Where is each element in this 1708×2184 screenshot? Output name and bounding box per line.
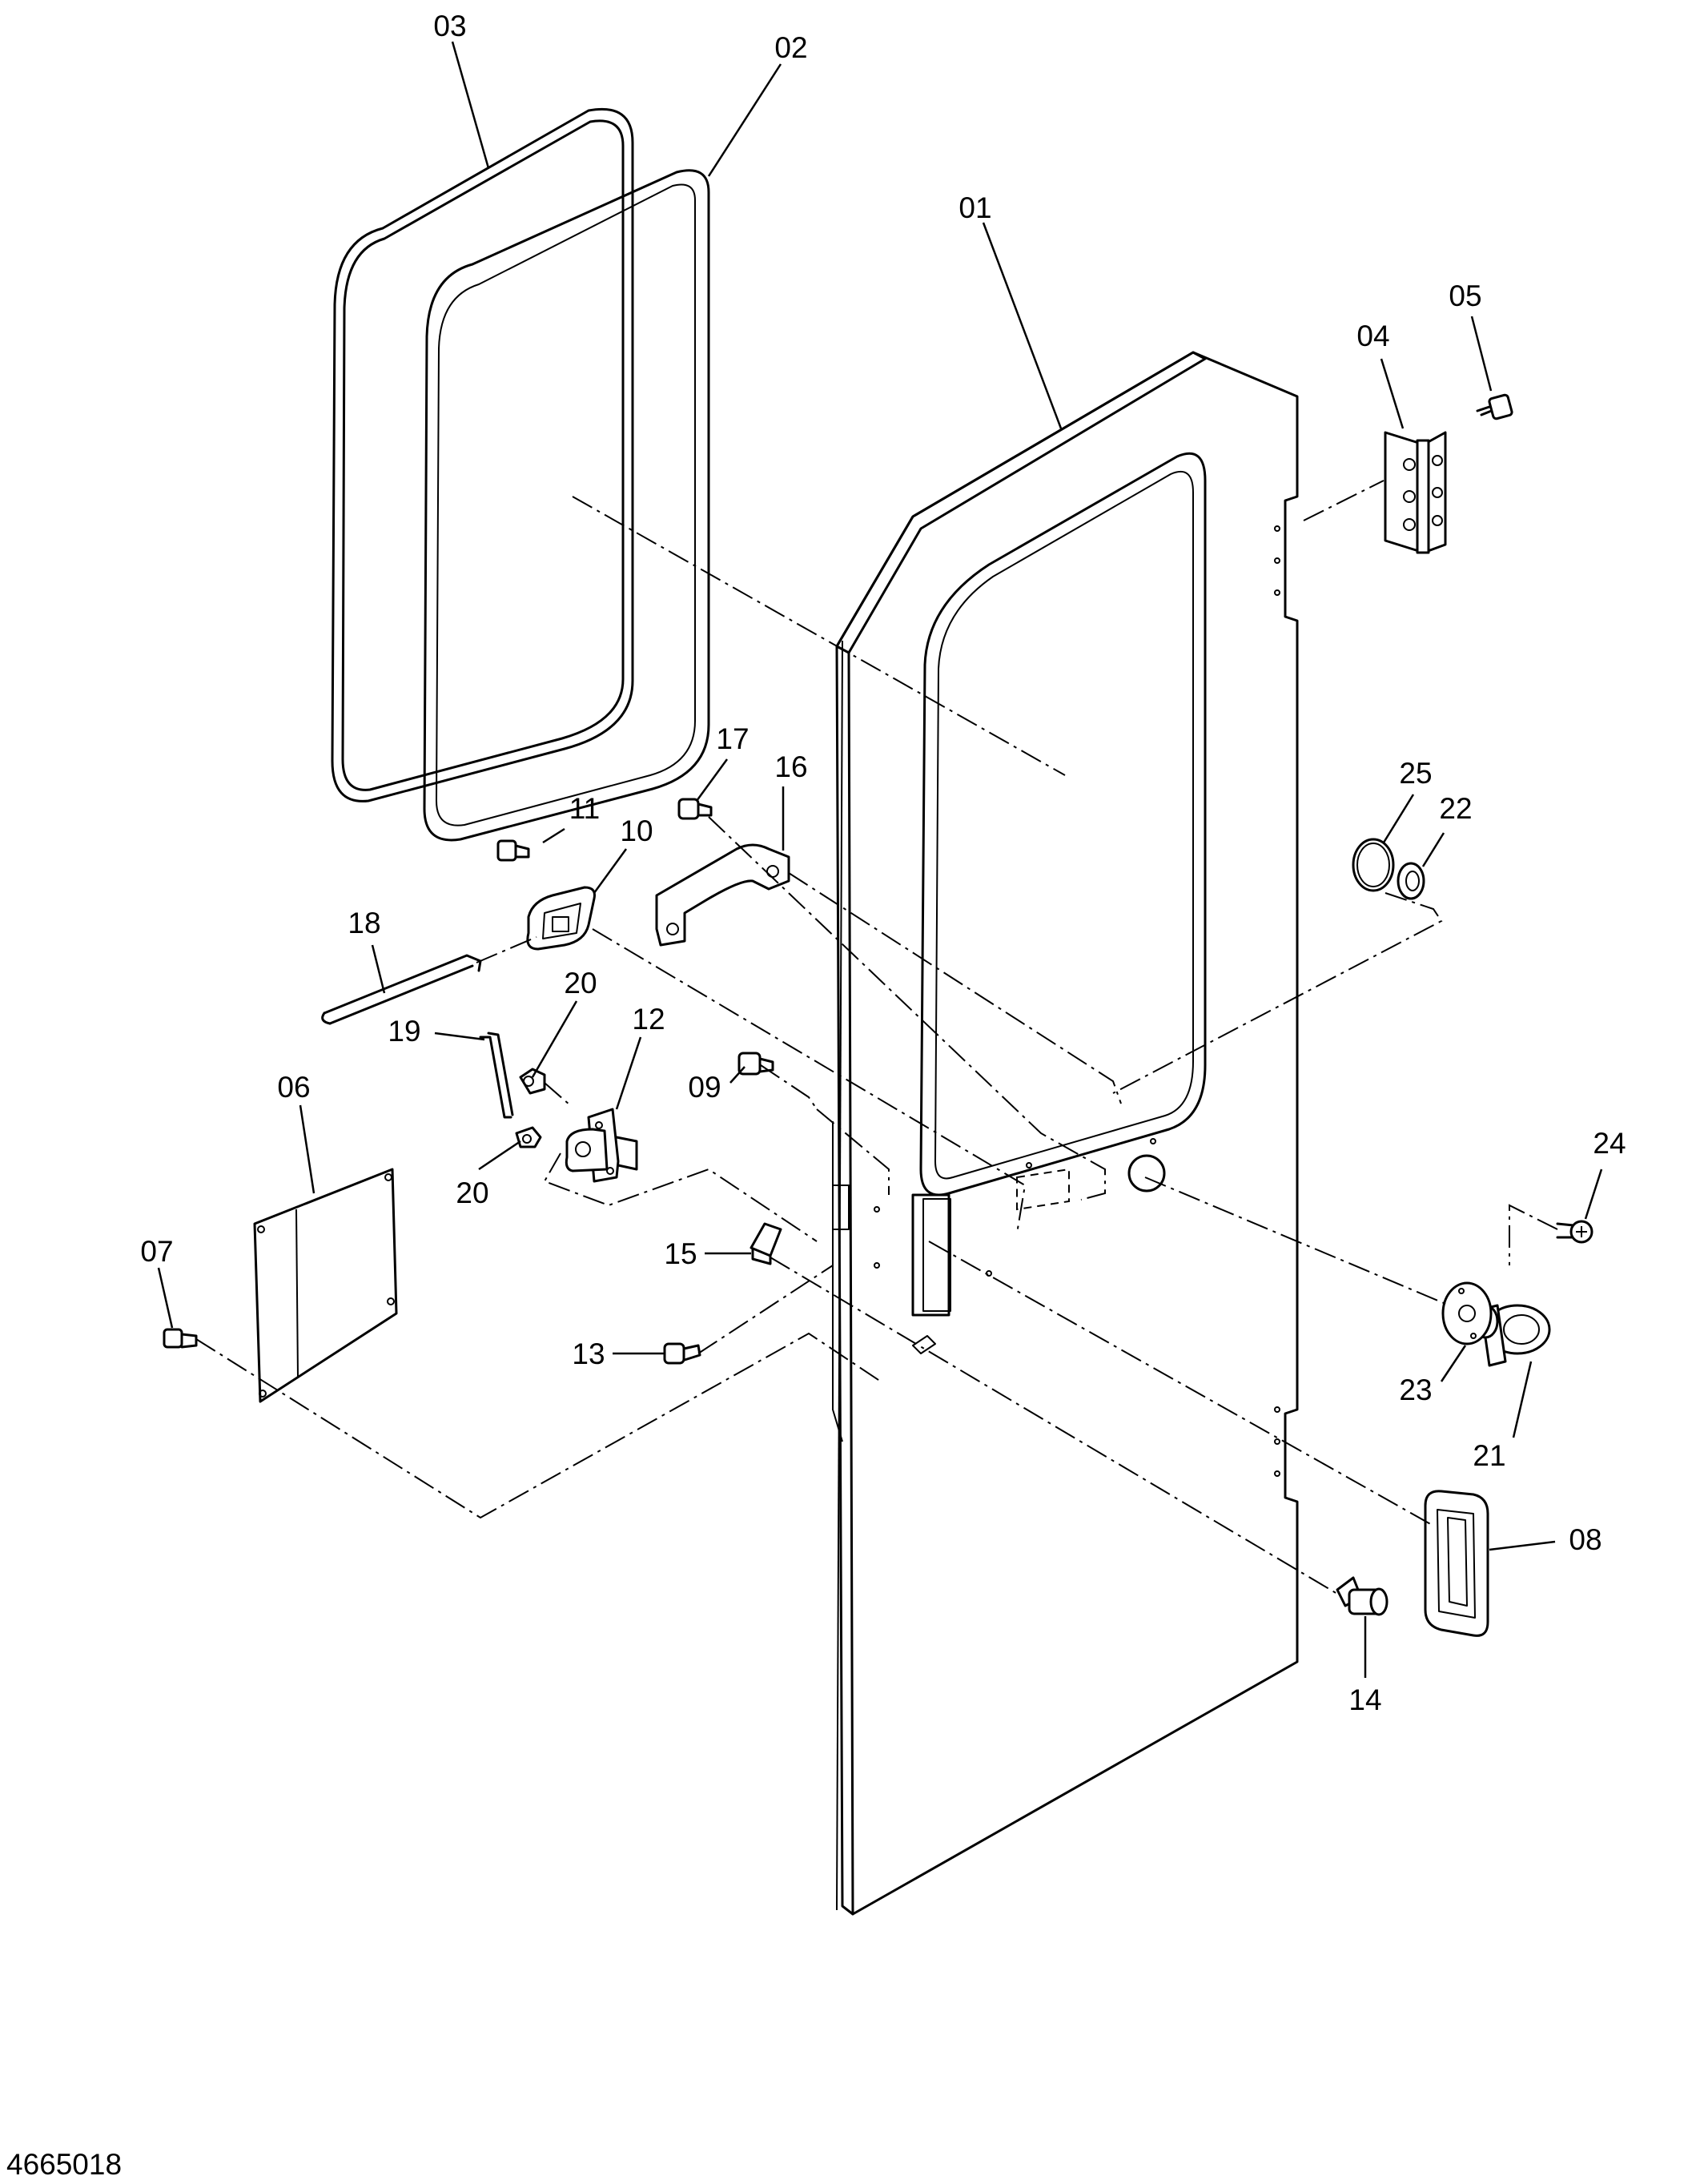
part-12-lock: [565, 1108, 638, 1183]
label-10: 10: [620, 814, 653, 847]
part-07-screw: [163, 1328, 198, 1349]
label-20b: 20: [456, 1176, 488, 1209]
part-labels: 03 02 01 04 05 06 07 08 09 10 11 12 13 1…: [140, 10, 1626, 1716]
label-24: 24: [1593, 1127, 1626, 1160]
label-07: 07: [140, 1235, 173, 1268]
part-13-screw: [663, 1342, 701, 1365]
part-18-rod: [321, 954, 482, 1025]
label-18: 18: [348, 907, 380, 939]
label-12: 12: [632, 1003, 665, 1036]
part-25-o-ring: [1352, 838, 1395, 892]
part-15-clip: [750, 1222, 782, 1265]
label-17: 17: [716, 722, 749, 755]
part-17-screw: [677, 798, 713, 820]
label-04: 04: [1356, 320, 1389, 352]
label-22: 22: [1439, 792, 1472, 825]
part-03-window-seal: [331, 107, 634, 802]
drawing-number: 4665018: [6, 2148, 122, 2181]
label-01: 01: [958, 191, 991, 224]
part-09-bolt: [737, 1052, 774, 1076]
label-08: 08: [1569, 1523, 1602, 1556]
part-06-cover-plate: [253, 1168, 398, 1403]
label-15: 15: [664, 1237, 697, 1270]
label-13: 13: [572, 1337, 605, 1370]
part-11-screw: [496, 839, 530, 862]
label-05: 05: [1449, 280, 1481, 312]
part-10-latch: [526, 886, 596, 951]
part-19-rod: [479, 1032, 514, 1119]
part-08-handle-recess: [1424, 1490, 1489, 1637]
part-23-washer: [1441, 1281, 1493, 1345]
label-06: 06: [277, 1071, 310, 1104]
part-04-hinge: [1384, 431, 1447, 554]
part-20a-clip: [519, 1068, 546, 1095]
label-02: 02: [774, 31, 807, 64]
part-24-screw: [1556, 1220, 1593, 1244]
part-14-lock-cylinder: [1336, 1576, 1389, 1616]
label-09: 09: [688, 1071, 721, 1104]
part-16-grab-handle: [655, 843, 790, 947]
label-21: 21: [1473, 1439, 1505, 1472]
label-19: 19: [388, 1015, 420, 1048]
label-03: 03: [433, 10, 466, 42]
part-05-bolt: [1476, 393, 1513, 420]
label-11: 11: [569, 792, 600, 825]
label-25: 25: [1399, 757, 1432, 790]
label-leaders: [157, 41, 1603, 1678]
part-22-bushing: [1397, 862, 1425, 900]
label-23: 23: [1399, 1374, 1432, 1406]
part-01-door-panel: [832, 351, 1299, 1916]
assembly-lines: [195, 480, 1558, 1595]
label-16: 16: [774, 750, 807, 783]
label-20a: 20: [564, 967, 597, 999]
part-02-window-glass: [423, 169, 710, 842]
part-20b-clip: [515, 1126, 542, 1148]
label-14: 14: [1348, 1683, 1381, 1716]
